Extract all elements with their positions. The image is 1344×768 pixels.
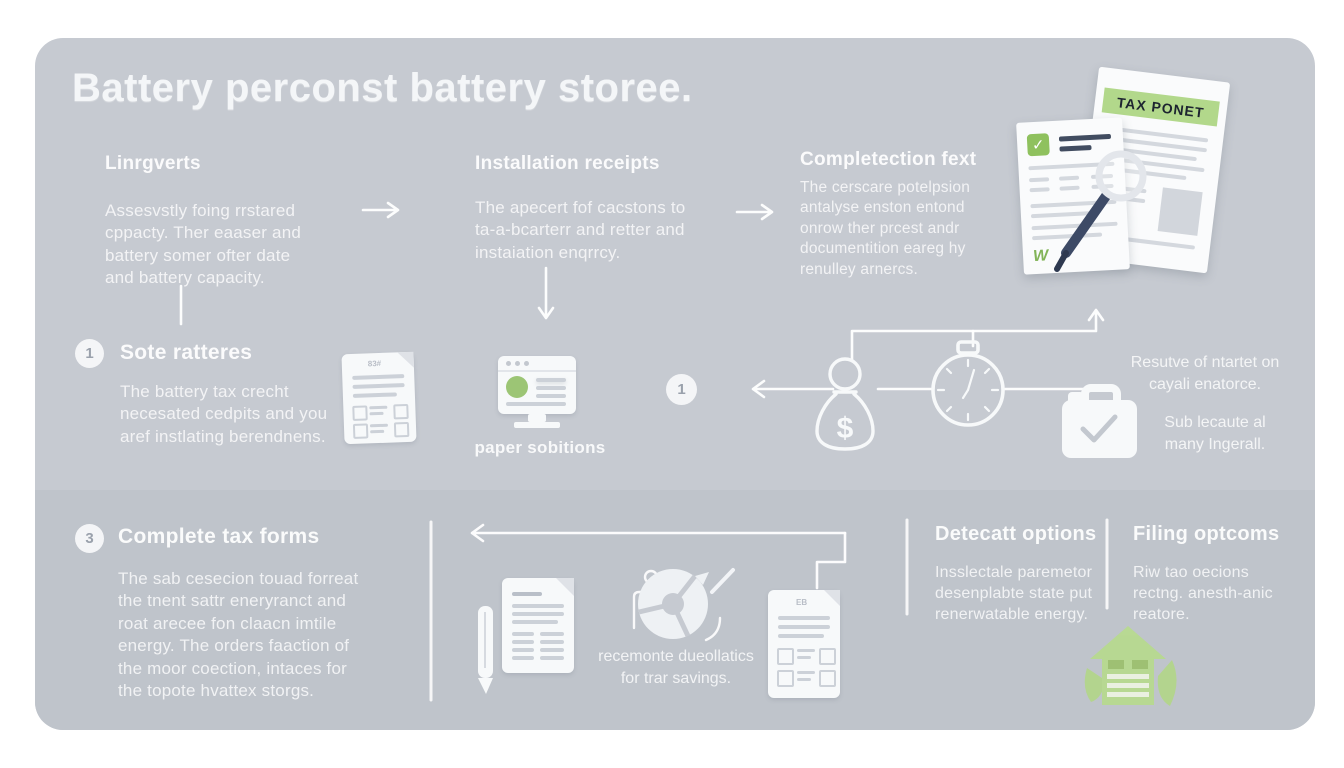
step1-number-badge: 1 <box>75 339 104 368</box>
step3-number-badge: 3 <box>75 524 104 553</box>
browser-avatar-dot <box>506 376 528 398</box>
written-document-icon <box>502 578 574 673</box>
step-body-installation-receipts: The apecert fof cacstons to ta-a-bcarter… <box>475 198 686 262</box>
step-heading-installation-receipts: Installation receipts <box>475 153 660 174</box>
step1-body: The battery tax crecht necesated cedpits… <box>120 382 328 446</box>
note-sub-lecante: Sub lecaute al many Ingerall. <box>1164 414 1266 453</box>
step1-heading: Sote ratteres <box>120 341 253 364</box>
checkmark-icon: ✓ <box>1026 133 1050 157</box>
recycle-caption: recemonte dueollatics for trar savings. <box>598 648 754 687</box>
receipt-document-icon: ✓ W <box>1016 117 1130 275</box>
browser-base <box>514 422 560 428</box>
column-heading-filing: Filing optcoms <box>1133 523 1280 545</box>
tax-document-photo-block <box>1157 187 1203 236</box>
note-resutve: Resutve of ntartet on cayali enatorce. <box>1130 354 1280 393</box>
column-body-detecatt: Insslectale paremetor desenplabte state … <box>935 564 1093 624</box>
step-heading-completection: Completection fext <box>800 149 977 170</box>
step-heading-linrgverts: Linrgverts <box>105 153 201 174</box>
step3-heading: Complete tax forms <box>118 525 320 548</box>
browser-stand <box>528 414 546 422</box>
step-body-linrgverts: Assesvstly foing rrstared cppacty. Ther … <box>105 201 302 288</box>
signature-mark: W <box>1032 247 1049 266</box>
paper-solutions-label: paper sobitions <box>474 438 606 457</box>
page-title: Battery perconst battery storee. <box>72 66 693 110</box>
step3-body: The sab cesecion touad forreat the tnent… <box>118 569 359 701</box>
step-body-completection: The cerscare potelpsion antalyse enston … <box>800 179 971 278</box>
checklist-document-icon: EB <box>768 590 840 698</box>
flow-number-badge: 1 <box>666 374 697 405</box>
form-document-icon: 83# <box>341 351 417 445</box>
column-body-filing: Riw tao oecions rectng. anesth-anic reat… <box>1133 564 1273 624</box>
column-heading-detecatt: Detecatt options <box>935 523 1097 545</box>
browser-window-icon <box>498 356 576 414</box>
